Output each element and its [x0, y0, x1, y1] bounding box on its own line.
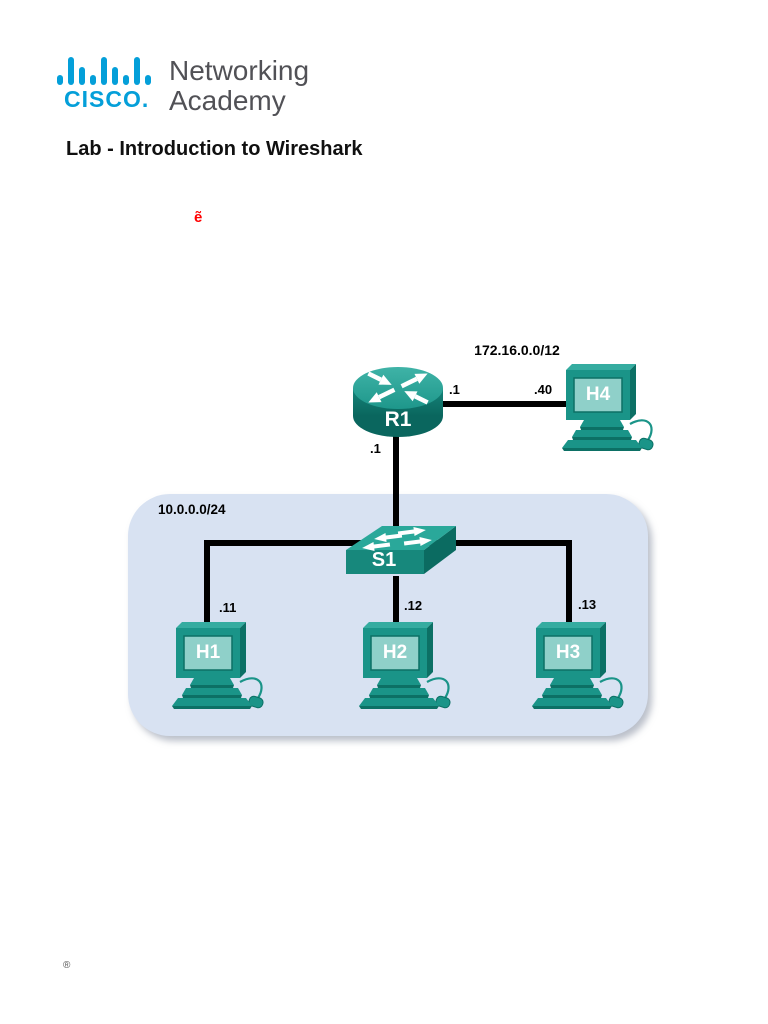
logo-bar [134, 57, 140, 85]
pc-icon [532, 622, 624, 709]
router-wan-interface-label: .1 [449, 382, 460, 397]
device-switch-s1: S1 [344, 514, 458, 580]
cisco-wordmark: CISCO. [64, 86, 150, 112]
h1-interface-label: .11 [219, 600, 237, 615]
h2-interface-label: .12 [404, 598, 423, 613]
wan-network-label: 172.16.0.0/12 [474, 342, 560, 358]
host-label: H1 [195, 642, 221, 663]
logo-bar [101, 57, 107, 85]
device-router-r1: R1 [352, 364, 444, 438]
device-host-h3: H3 [530, 620, 624, 714]
logo-bar [145, 75, 151, 85]
logo-bar [79, 67, 85, 85]
logo-tagline: Networking Academy [169, 56, 309, 116]
cisco-logo-bars-icon [57, 57, 151, 85]
pc-icon [172, 622, 264, 709]
lan-network-label: 10.0.0.0/24 [158, 502, 226, 517]
tagline-line-2: Academy [169, 85, 286, 116]
device-host-h1: H1 [170, 620, 264, 714]
link-s1-h3 [566, 540, 572, 632]
link-s1-h2 [393, 576, 399, 632]
link-r1-s1 [393, 430, 399, 544]
logo-bar [57, 75, 63, 85]
router-arrows-icon [367, 371, 429, 405]
switch-arrows-icon [362, 527, 432, 551]
device-host-h2: H2 [357, 620, 451, 714]
h3-interface-label: .13 [578, 597, 597, 612]
link-r1-h4 [440, 401, 572, 407]
logo-bar [112, 67, 118, 85]
logo-bar [68, 57, 74, 85]
host-label: H4 [585, 384, 611, 405]
pc-icon [359, 622, 451, 709]
host-label: H3 [555, 642, 581, 663]
pc-icon [562, 364, 654, 451]
logo-bar [90, 75, 96, 85]
logo-bar [123, 75, 129, 85]
router-label: R1 [384, 408, 412, 431]
switch-label: S1 [371, 549, 397, 571]
registered-trademark-symbol: ® [63, 960, 71, 971]
router-lan-interface-label: .1 [370, 441, 381, 456]
router-icon [353, 367, 443, 437]
h4-interface-label: .40 [534, 382, 553, 397]
host-label: H2 [382, 642, 408, 663]
link-s1-h1 [204, 540, 210, 632]
switch-icon [346, 526, 456, 574]
tagline-line-1: Networking [169, 55, 310, 86]
stray-glyph: ẽ [194, 209, 203, 226]
device-host-h4: H4 [560, 362, 654, 456]
page-title: Lab - Introduction to Wireshark [66, 138, 363, 160]
